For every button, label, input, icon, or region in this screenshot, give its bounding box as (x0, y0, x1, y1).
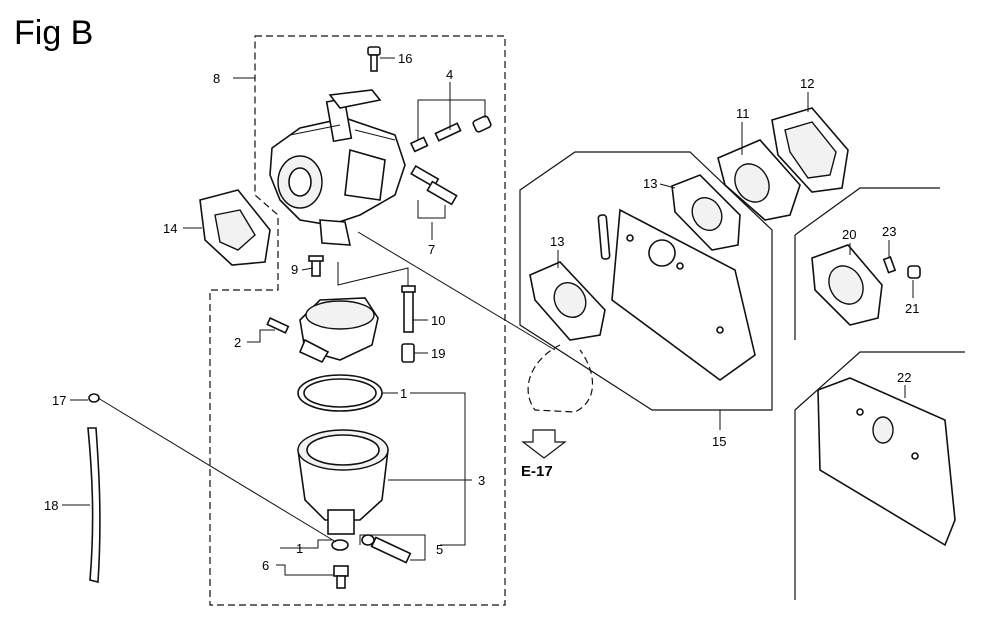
callout-1-upper: 1 (400, 386, 407, 401)
callout-11: 11 (736, 106, 750, 121)
right-separator-lower (794, 351, 965, 411)
callout-15: 15 (712, 434, 726, 449)
callout-7: 7 (428, 242, 435, 257)
washer-bolt-6 (331, 539, 349, 589)
reference-hose-e17 (527, 344, 594, 413)
callout-13-upper: 13 (643, 176, 657, 191)
plate-22 (817, 377, 956, 547)
callout-22: 22 (897, 370, 911, 385)
needle-10 (401, 285, 416, 333)
callout-4: 4 (446, 67, 453, 82)
callout-10: 10 (431, 313, 445, 328)
drain-screw-5 (361, 534, 412, 564)
callout-3: 3 (478, 473, 485, 488)
callout-18: 18 (44, 498, 58, 513)
hose-clip-17 (88, 393, 100, 403)
callout-21: 21 (905, 301, 919, 316)
callout-13-left: 13 (550, 234, 564, 249)
callout-20: 20 (842, 227, 856, 242)
figure-title: Fig B (14, 14, 93, 52)
callout-16: 16 (398, 51, 412, 66)
callout-9: 9 (291, 262, 298, 277)
cap-21 (907, 265, 921, 279)
callout-14: 14 (163, 221, 177, 236)
callout-2: 2 (234, 335, 241, 350)
jet-19 (401, 343, 415, 363)
callout-23: 23 (882, 224, 896, 239)
pilot-screw-set-4 (409, 115, 492, 153)
fuel-hose-18 (87, 427, 101, 584)
callout-19: 19 (431, 346, 445, 361)
callout-12: 12 (800, 76, 814, 91)
pin-9 (308, 255, 324, 277)
callout-17: 17 (52, 393, 66, 408)
float-assembly (266, 297, 379, 364)
screw-set-7 (410, 164, 458, 206)
screw-16 (367, 46, 381, 72)
callout-5: 5 (436, 542, 443, 557)
dowel-23 (882, 256, 897, 274)
callout-6: 6 (262, 558, 269, 573)
callout-1-lower: 1 (296, 541, 303, 556)
insulator-plate (611, 208, 756, 381)
right-separator-upper (794, 187, 940, 236)
reference-label: E-17 (521, 463, 553, 480)
insulator-group-box (519, 151, 773, 411)
callout-8: 8 (213, 71, 220, 86)
carburetor-body (269, 89, 406, 246)
float-bowl-3 (297, 429, 389, 535)
reference-arrow (521, 429, 567, 459)
